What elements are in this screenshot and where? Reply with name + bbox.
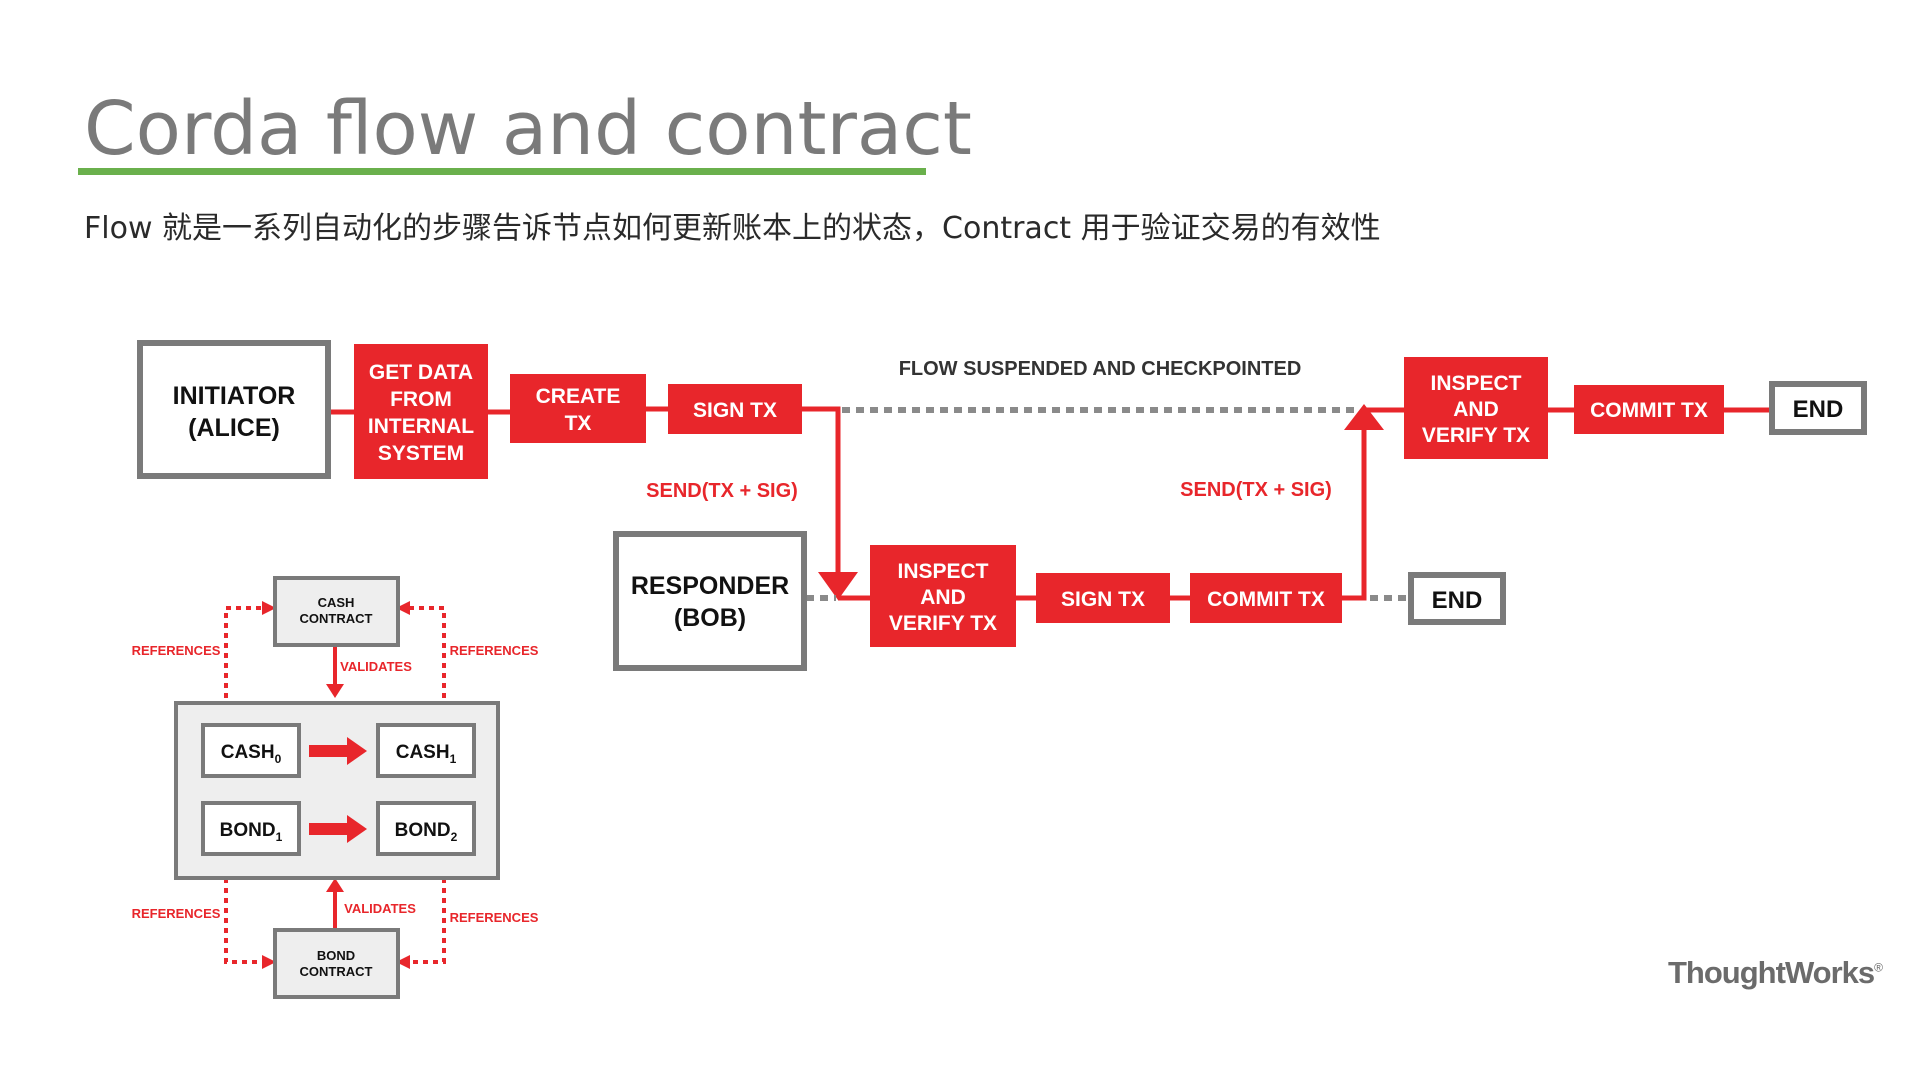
- references-label-bottom-right: REFERENCES: [450, 910, 539, 925]
- end-bob-box: END: [1408, 572, 1506, 625]
- responder-box: RESPONDER (BOB): [613, 531, 807, 671]
- bond-contract-line2: CONTRACT: [300, 964, 373, 979]
- get-data-line1: GET DATA: [369, 361, 473, 384]
- slide-subtitle: Flow 就是一系列自动化的步骤告诉节点如何更新账本上的状态，Contract …: [84, 211, 1381, 246]
- connector-sign-down: [802, 406, 841, 578]
- get-data-line2: FROM: [390, 388, 452, 411]
- end-alice-box: END: [1769, 381, 1867, 435]
- cash-contract-box: CASH CONTRACT: [273, 576, 400, 647]
- validates-label-top: VALIDATES: [340, 659, 412, 674]
- cash0-label: CASH0: [221, 742, 282, 766]
- sign-tx-alice-label: SIGN TX: [693, 399, 777, 422]
- slide-title: Corda flow and contract: [84, 86, 972, 172]
- initiator-label-line1: INITIATOR: [173, 382, 296, 410]
- bond-transition-shaft: [309, 823, 349, 835]
- inspect-verify-alice-box: INSPECT AND VERIFY TX: [1404, 357, 1548, 459]
- state-transition-arrows: [309, 737, 367, 843]
- send-tx-sig-label-left: SEND(TX + SIG): [646, 480, 798, 502]
- cash-contract-line2: CONTRACT: [300, 611, 373, 626]
- validates-up-arrow-icon: [326, 878, 344, 892]
- contract-labels: REFERENCES REFERENCES VALIDATES REFERENC…: [132, 643, 539, 925]
- inspect-bob-line3: VERIFY TX: [889, 612, 997, 635]
- references-label-top-left: REFERENCES: [132, 643, 221, 658]
- initiator-label-line2: (ALICE): [188, 414, 280, 442]
- create-tx-line2: TX: [565, 412, 592, 435]
- cash1-state-box: CASH1: [376, 723, 476, 778]
- arrow-up-icon: [1344, 404, 1384, 430]
- commit-tx-bob-label: COMMIT TX: [1207, 588, 1325, 611]
- get-data-box: GET DATA FROM INTERNAL SYSTEM: [354, 344, 488, 479]
- create-tx-box: CREATE TX: [510, 374, 646, 443]
- flow-suspended-label: FLOW SUSPENDED AND CHECKPOINTED: [899, 358, 1302, 380]
- inspect-verify-bob-box: INSPECT AND VERIFY TX: [870, 545, 1016, 647]
- main-flow: INITIATOR (ALICE) GET DATA FROM INTERNAL…: [137, 340, 1867, 671]
- bond-contract-box: BOND CONTRACT: [273, 928, 400, 999]
- reference-path-bottom-right: [410, 848, 446, 964]
- commit-tx-alice-box: COMMIT TX: [1574, 385, 1724, 434]
- initiator-box: INITIATOR (ALICE): [137, 340, 331, 479]
- cash-transition-shaft: [309, 745, 349, 757]
- cash-contract-line1: CASH: [318, 595, 355, 610]
- dotted-connectors: [806, 407, 1408, 601]
- commit-tx-bob-box: COMMIT TX: [1190, 573, 1342, 623]
- reference-path-top-left: [224, 606, 262, 718]
- arrow-left-icon: [396, 955, 410, 969]
- responder-label-line2: (BOB): [674, 604, 746, 632]
- sign-tx-alice-box: SIGN TX: [668, 384, 802, 434]
- commit-tx-alice-label: COMMIT TX: [1590, 399, 1708, 422]
- title-underline: [78, 168, 926, 175]
- inspect-bob-line2: AND: [920, 586, 966, 609]
- arrow-down-icon: [818, 572, 858, 600]
- create-tx-line1: CREATE: [536, 385, 621, 408]
- validates-label-bottom: VALIDATES: [344, 901, 416, 916]
- flow-connectors: [328, 406, 1772, 601]
- sign-tx-bob-label: SIGN TX: [1061, 588, 1145, 611]
- reference-paths: [224, 606, 446, 964]
- send-tx-sig-label-right: SEND(TX + SIG): [1180, 479, 1332, 501]
- connector-commit-up: [1342, 428, 1367, 601]
- thoughtworks-logo: ThoughtWorks®: [1668, 955, 1883, 990]
- validates-down-arrow-icon: [326, 684, 344, 698]
- inspect-alice-line2: AND: [1453, 398, 1499, 421]
- reference-path-bottom-left: [224, 848, 262, 964]
- arrow-right-icon: [262, 601, 276, 615]
- bond-contract-line1: BOND: [317, 948, 355, 963]
- arrow-right-icon: [347, 815, 367, 843]
- cash1-label: CASH1: [396, 742, 457, 766]
- get-data-line4: SYSTEM: [378, 442, 464, 465]
- reference-arrowheads: [262, 601, 410, 969]
- cash0-state-box: CASH0: [201, 723, 301, 778]
- bond2-state-box: BOND2: [376, 801, 476, 856]
- references-label-bottom-left: REFERENCES: [132, 906, 221, 921]
- end-alice-label: END: [1793, 396, 1844, 423]
- reference-path-top-right: [410, 606, 446, 718]
- inspect-alice-line1: INSPECT: [1430, 372, 1521, 395]
- sign-tx-bob-box: SIGN TX: [1036, 573, 1170, 623]
- arrow-left-icon: [396, 601, 410, 615]
- inspect-bob-line1: INSPECT: [897, 560, 988, 583]
- bond1-state-box: BOND1: [201, 801, 301, 856]
- get-data-line3: INTERNAL: [368, 415, 474, 438]
- arrow-right-icon: [262, 955, 276, 969]
- end-bob-label: END: [1432, 587, 1483, 614]
- bond2-label: BOND2: [395, 820, 458, 844]
- references-label-top-right: REFERENCES: [450, 643, 539, 658]
- contract-diagram: CASH CONTRACT CASH0 CASH1 BOND1 BOND2: [132, 576, 539, 999]
- responder-label-line1: RESPONDER: [631, 572, 789, 600]
- bond1-label: BOND1: [220, 820, 283, 844]
- arrow-right-icon: [347, 737, 367, 765]
- inspect-alice-line3: VERIFY TX: [1422, 424, 1530, 447]
